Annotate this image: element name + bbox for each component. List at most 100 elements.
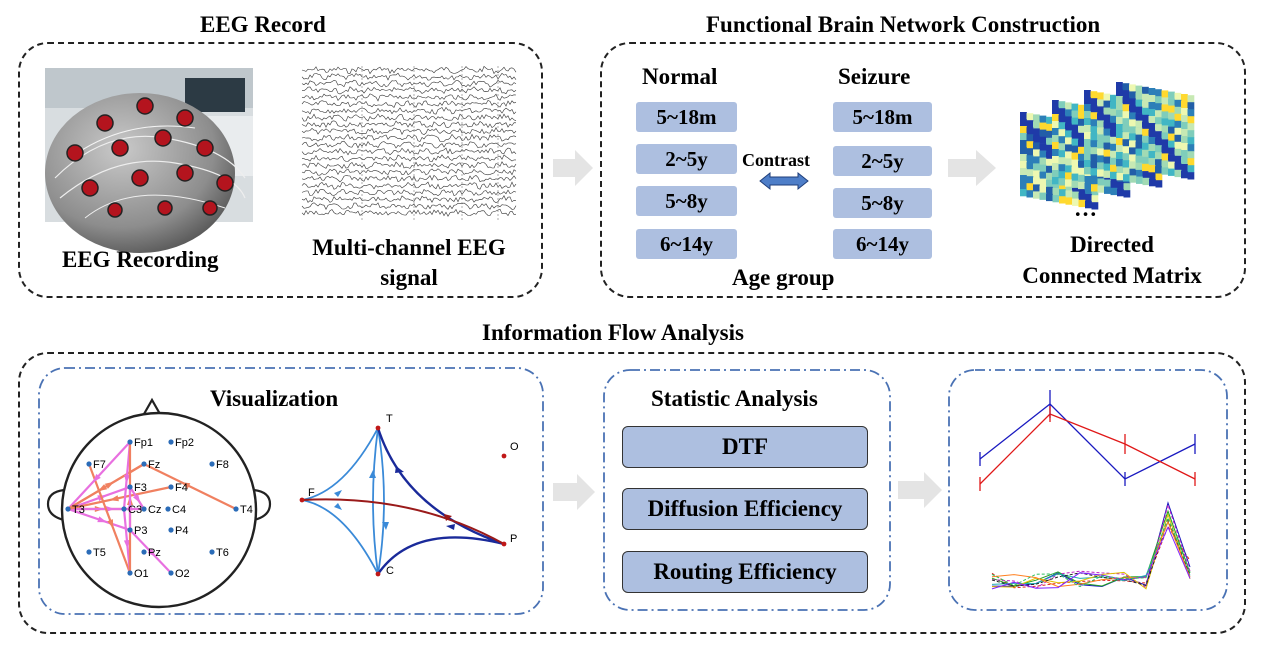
matrix-cell [1104,186,1111,194]
matrix-cell [1103,170,1111,178]
matrix-cell [1020,189,1027,197]
matrix-cell [1026,169,1034,177]
matrix-cell [1148,95,1156,103]
matrix-cell [1052,142,1059,150]
matrix-cell [1103,156,1111,164]
matrix-cell [1090,133,1098,141]
eeg-channel-trace [301,140,517,149]
matrix-cell [1084,118,1091,126]
matrix-cell [1020,175,1027,183]
matrix-cell [1110,108,1117,117]
matrix-cell [1033,149,1040,157]
matrix-cell [1052,107,1059,115]
eeg-signal-caption-line2: signal [380,265,438,290]
matrix-cell [1122,132,1130,140]
matrix-cell [1148,151,1156,159]
matrix-cell [1155,152,1162,160]
electrode-edge-arrow [109,495,119,502]
matrix-caption: Directed Connected Matrix [996,229,1228,291]
matrix-cell [1181,157,1188,165]
matrix-cell [1084,104,1091,112]
matrix-cell [1148,137,1156,145]
matrix-cell [1142,121,1149,130]
matrix-cell [1020,133,1027,141]
matrix-cell [1078,167,1085,176]
matrix-cell [1033,170,1040,178]
matrix-cell [1078,139,1085,148]
contrast-double-arrow [759,171,809,191]
matrix-cell [1110,143,1117,152]
matrix-cell [1129,140,1136,148]
matrix-cell [1052,149,1059,157]
electrode-edge [87,463,132,574]
matrix-cell [1091,188,1099,196]
matrix-cell [1052,170,1059,178]
matrix-cell [1187,116,1195,124]
matrix-cell [1090,168,1098,176]
matrix-cell [1052,163,1059,171]
matrix-cell [1046,165,1053,174]
eeg-signal-traces [301,65,517,220]
matrix-cell [1039,171,1047,179]
eeg-channel-trace [301,133,517,142]
matrix-cell [1065,197,1073,205]
visualization-title: Visualization [210,386,339,411]
matrix-cell [1129,168,1137,176]
matrix-cell [1168,133,1175,141]
flow-arrow-2 [948,150,996,186]
matrix-cell [1135,141,1143,149]
matrix-cell [1187,102,1195,110]
directed-graph: T O F P C [299,413,519,577]
matrix-cell [1084,176,1092,184]
matrix-cell [1174,148,1182,157]
eeg-channel-trace [301,147,517,156]
eeg-channel-trace [301,106,517,115]
matrix-cell [1026,183,1034,191]
matrix-cell [1174,120,1182,129]
matrix-cell [1148,130,1156,138]
matrix-cell [1058,157,1066,165]
matrix-cell [1136,169,1143,177]
electrode-label: P4 [175,525,188,537]
matrix-cell [1161,104,1169,112]
matrix-cell [1052,121,1059,129]
matrix-cell [1065,151,1072,159]
electrode-label: Fp2 [175,437,194,449]
matrix-cell [1090,98,1098,106]
eeg-channel-trace [301,208,517,217]
matrix-cell [1090,91,1098,99]
matrix-cell [1122,139,1130,147]
matrix-cell [1181,101,1188,109]
eeg-channel-trace [301,195,517,203]
electrode-edge-arrow [97,516,107,523]
directed-matrix-layer [1116,82,1195,180]
matrix-cell [1020,168,1027,176]
matrix-cell [1052,181,1060,189]
matrix-cell [1110,136,1117,145]
matrix-cell [1135,127,1143,135]
electrode-label: T3 [72,504,85,516]
electrode-edge [67,485,172,511]
matrix-cell [1033,121,1040,129]
matrix-cell [1052,128,1059,136]
matrix-cell [1168,98,1175,106]
matrix-cell [1097,141,1104,149]
matrix-cell [1026,155,1034,163]
matrix-cell [1155,117,1162,125]
matrix-cell [1135,92,1143,100]
electrode-edge-arrow [147,548,156,558]
network-title: Functional Brain Network Construction [706,12,1101,37]
matrix-cell [1026,148,1034,156]
network-panel [600,42,1246,298]
matrix-cell [1078,185,1086,194]
matrix-cell [1091,202,1099,210]
electrode-dot [86,461,92,467]
matrix-cell [1033,135,1040,143]
matrix-cell [1065,158,1072,166]
matrix-cell [1039,143,1047,151]
matrix-cell [1103,163,1111,171]
matrix-caption-line2: Connected Matrix [1022,263,1202,288]
electrode-label: F4 [175,482,188,494]
edge-f-c [301,499,379,575]
matrix-cell [1084,132,1091,140]
